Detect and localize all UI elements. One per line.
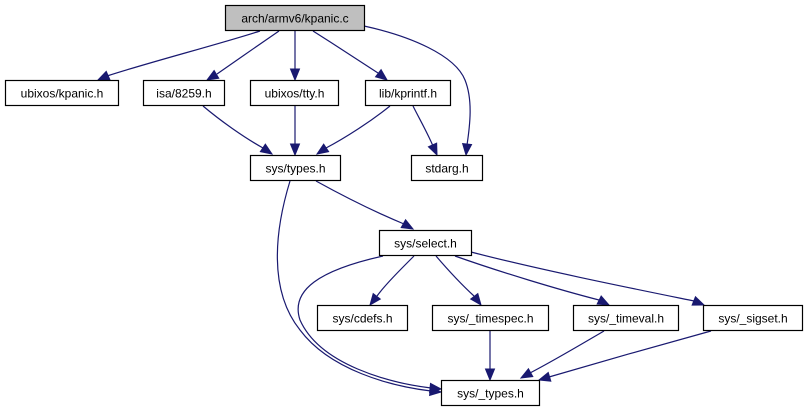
- edge-line: [315, 180, 405, 225]
- edge-lib_kprintf_h-to-sys_types_h: [315, 105, 391, 155]
- node-kpanic-c[interactable]: arch/armv6/kpanic.c: [224, 4, 366, 32]
- node-box[interactable]: [249, 154, 342, 182]
- edge-kpanic_c-to-stdarg_h: [363, 25, 473, 157]
- arrowhead-icon: [259, 143, 274, 155]
- edge-line: [312, 30, 379, 74]
- node-box[interactable]: [4, 79, 120, 107]
- edge-line: [363, 25, 471, 146]
- node-label[interactable]: ubixos/kpanic.h: [21, 87, 104, 101]
- arrowhead-icon: [369, 292, 382, 307]
- node-lib-kprintf-h[interactable]: lib/kprintf.h: [364, 79, 452, 107]
- node-label[interactable]: sys/cdefs.h: [332, 312, 392, 326]
- node-label[interactable]: stdarg.h: [425, 162, 468, 176]
- edge-line: [325, 105, 391, 149]
- node-sys-timeval-h[interactable]: sys/_timeval.h: [572, 304, 680, 332]
- node-stdarg-h[interactable]: stdarg.h: [410, 154, 484, 182]
- node-sys-select-h[interactable]: sys/select.h: [378, 229, 473, 257]
- node-box[interactable]: [702, 304, 804, 332]
- edge-sys_types_h-to-sys_select_h: [315, 180, 415, 230]
- arrowhead-icon: [400, 218, 415, 230]
- edge-line: [412, 105, 434, 147]
- node-sys-types-h[interactable]: sys/types.h: [249, 154, 342, 182]
- node-box[interactable]: [378, 229, 473, 257]
- node-isa-8259-h[interactable]: isa/8259.h: [142, 79, 226, 107]
- arrowhead-icon: [205, 69, 220, 81]
- edge-kpanic_c-to-ubixos_kpanic_h: [96, 30, 261, 81]
- edge-line: [106, 30, 261, 77]
- edge-kpanic_c-to-lib_kprintf_h: [312, 30, 389, 81]
- edge-kpanic_c-to-ubixos_tty_h: [289, 31, 301, 82]
- node-box[interactable]: [364, 79, 452, 107]
- node-box[interactable]: [410, 154, 484, 182]
- edge-line: [529, 330, 605, 374]
- node-sys--types-h[interactable]: sys/_types.h: [440, 379, 541, 407]
- node-sys-cdefs-h[interactable]: sys/cdefs.h: [316, 304, 409, 332]
- arrowhead-icon: [519, 367, 534, 379]
- edge-isa_8259_h-to-sys_types_h: [202, 105, 274, 155]
- edge-sys_timespec_h-to-sys__types_h: [484, 331, 496, 382]
- node-label[interactable]: lib/kprintf.h: [379, 87, 437, 101]
- node-label[interactable]: sys/_types.h: [457, 387, 524, 401]
- node-label[interactable]: sys/_timespec.h: [447, 312, 533, 326]
- node-sys-timespec-h[interactable]: sys/_timespec.h: [431, 304, 550, 332]
- edge-line: [276, 180, 432, 392]
- node-label[interactable]: sys/types.h: [265, 162, 325, 176]
- arrowhead-icon: [537, 371, 552, 382]
- node-ubixos-tty-h[interactable]: ubixos/tty.h: [249, 79, 340, 107]
- node-label[interactable]: sys/select.h: [394, 237, 457, 251]
- arrowhead-icon: [289, 143, 301, 157]
- edge-line: [297, 255, 432, 389]
- edge-ubixos_tty_h-to-sys_types_h: [289, 106, 301, 157]
- arrowhead-icon: [469, 292, 482, 307]
- arrowhead-icon: [96, 70, 111, 81]
- edge-kpanic_c-to-isa_8259_h: [205, 30, 280, 81]
- nodes-layer: arch/armv6/kpanic.c ubixos/kpanic.h isa/82…: [4, 4, 804, 407]
- arrowhead-icon: [315, 143, 330, 155]
- edge-line: [216, 30, 280, 75]
- edge-sys_select_h-to-sys_timeval_h: [454, 255, 611, 306]
- node-box[interactable]: [440, 379, 541, 407]
- node-sys-sigset-h[interactable]: sys/_sigset.h: [702, 304, 804, 332]
- node-label[interactable]: isa/8259.h: [156, 87, 211, 101]
- edge-line: [435, 255, 475, 297]
- edge-sys_select_h-to-sys_cdefs_h: [369, 255, 415, 307]
- arrowhead-icon: [429, 382, 443, 394]
- edge-sys_types_h-to-sys__types_h: [276, 180, 443, 397]
- arrowhead-icon: [484, 368, 496, 382]
- node-label[interactable]: sys/_sigset.h: [718, 312, 787, 326]
- node-box[interactable]: [316, 304, 409, 332]
- node-box[interactable]: [572, 304, 680, 332]
- node-box[interactable]: [431, 304, 550, 332]
- edge-sys_select_h-to-sys_sigset_h: [470, 251, 706, 306]
- edge-line: [548, 330, 712, 378]
- edge-line: [454, 255, 600, 301]
- edge-lib_kprintf_h-to-stdarg_h: [412, 105, 438, 157]
- node-label[interactable]: ubixos/tty.h: [265, 87, 325, 101]
- node-box[interactable]: [224, 4, 366, 32]
- edge-sys_sigset_h-to-sys__types_h: [537, 330, 712, 382]
- arrowhead-icon: [427, 142, 438, 157]
- arrowhead-icon: [596, 295, 611, 306]
- edge-sys_select_h-to-sys__types_h: [297, 255, 443, 394]
- edge-sys_select_h-to-sys_timespec_h: [435, 255, 482, 307]
- arrowhead-icon: [691, 295, 706, 306]
- node-ubixos-kpanic-h[interactable]: ubixos/kpanic.h: [4, 79, 120, 107]
- node-label[interactable]: arch/armv6/kpanic.c: [241, 12, 348, 26]
- node-box[interactable]: [249, 79, 340, 107]
- arrowhead-icon: [374, 68, 389, 81]
- node-label[interactable]: sys/_timeval.h: [588, 312, 664, 326]
- edge-sys_timeval_h-to-sys__types_h: [519, 330, 605, 379]
- arrowhead-icon: [461, 143, 473, 157]
- edges-layer: [96, 25, 712, 397]
- node-box[interactable]: [142, 79, 226, 107]
- edge-line: [470, 251, 695, 302]
- edge-line: [376, 255, 415, 297]
- arrowhead-icon: [289, 68, 301, 82]
- edge-line: [202, 105, 264, 149]
